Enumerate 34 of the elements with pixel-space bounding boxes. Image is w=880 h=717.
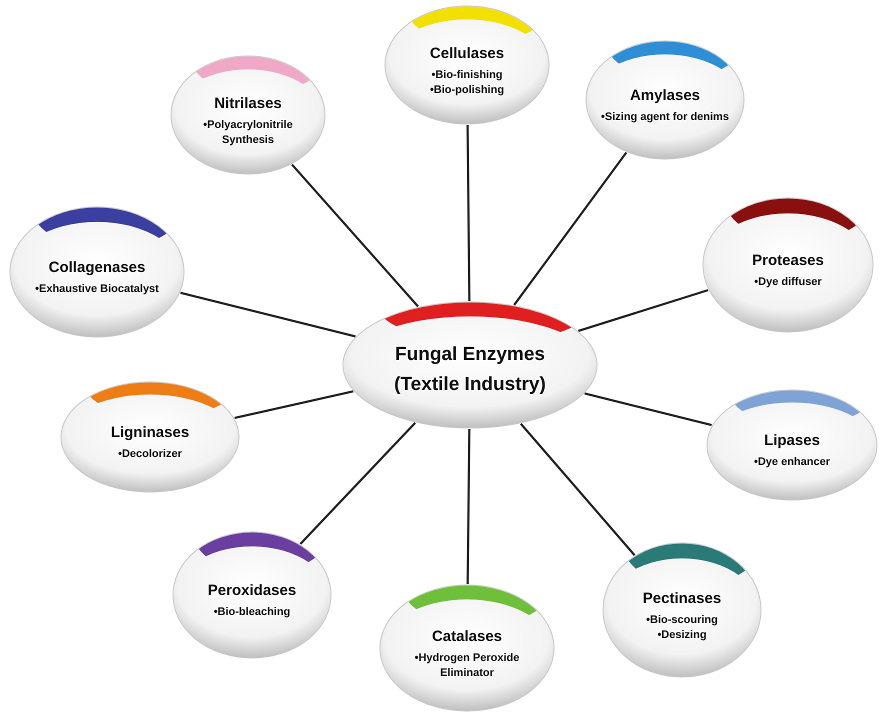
- enzyme-name: Amylases: [630, 87, 700, 104]
- connector-line: [466, 124, 470, 302]
- connector-line: [578, 289, 708, 332]
- center-subtitle: (Textile Industry): [394, 374, 546, 396]
- connector-line: [234, 390, 354, 420]
- enzyme-name: Catalases: [432, 628, 502, 645]
- connector-line: [513, 152, 628, 306]
- connector-line: [466, 428, 470, 584]
- connector-line: [180, 292, 356, 338]
- enzyme-name: Ligninases: [110, 424, 190, 442]
- connector-line: [300, 422, 416, 545]
- application-text: •Desizing: [657, 628, 707, 642]
- application-text: •Polyacrylonitrile Synthesis: [202, 118, 294, 148]
- application-text: •Sizing agent for denims: [601, 110, 729, 125]
- connector-line: [584, 392, 712, 426]
- application-text: •Dye diffuser: [754, 275, 822, 290]
- enzyme-name: Proteases: [752, 252, 824, 270]
- enzyme-name: Pectinases: [642, 590, 722, 607]
- application-text: •Decolorizer: [118, 447, 182, 462]
- connector-line: [520, 423, 636, 556]
- enzyme-name: Nitrilases: [214, 94, 282, 112]
- application-text: •Bio-finishing: [431, 68, 503, 82]
- application-text: •Bio-bleaching: [214, 605, 290, 620]
- application-text: •Hydrogen Peroxide Eliminator: [414, 650, 520, 680]
- connector-line: [291, 164, 419, 308]
- enzyme-name: Cellulases: [430, 44, 504, 62]
- enzyme-name: Collagenases: [48, 259, 146, 276]
- application-text: •Exhaustive Biocatalyst: [35, 282, 159, 297]
- enzyme-name: Peroxidases: [208, 582, 296, 600]
- application-text: •Bio-scouring: [646, 612, 718, 628]
- enzyme-name: Lipases: [764, 432, 820, 450]
- application-text: •Bio-polishing: [430, 82, 504, 98]
- center-title: Fungal Enzymes: [395, 344, 545, 366]
- application-text: •Dye enhancer: [754, 455, 830, 470]
